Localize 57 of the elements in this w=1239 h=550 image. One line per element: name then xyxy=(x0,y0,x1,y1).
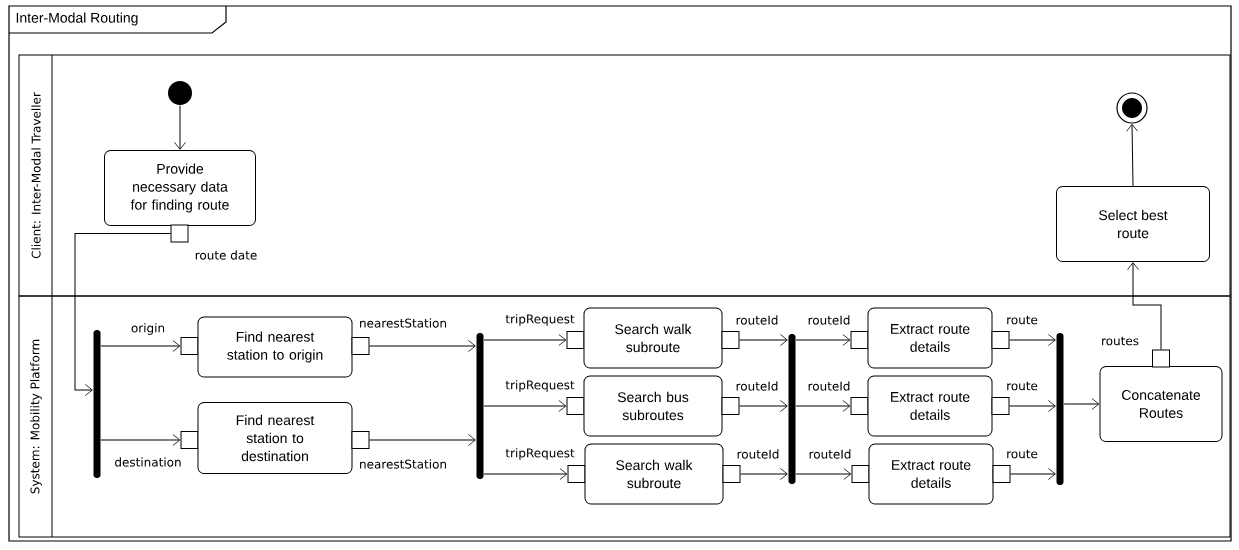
action-box: Search walk subroute xyxy=(584,443,724,505)
pin-label: nearestStation xyxy=(360,459,446,469)
arrow xyxy=(1010,468,1056,480)
pin-label: routeId xyxy=(808,381,850,391)
pin-label: routeId xyxy=(736,315,778,325)
arrow xyxy=(739,334,788,346)
action-box: Extract route details xyxy=(868,443,994,505)
arrow xyxy=(74,233,171,396)
arrow xyxy=(795,468,852,480)
pin-label: routeId xyxy=(737,449,779,459)
pin-label: tripRequest xyxy=(505,380,575,392)
final-node xyxy=(1116,92,1148,124)
pin-label: routes xyxy=(1102,336,1139,346)
pin-label: origin xyxy=(131,323,165,335)
action-box: Provide necessary data for finding route xyxy=(104,150,256,226)
arrow xyxy=(1127,262,1162,350)
fork-bar xyxy=(1056,333,1064,485)
action-box: Concatenate Routes xyxy=(1099,366,1223,442)
frame-title-tab: Inter-Modal Routing xyxy=(8,5,227,34)
pin-label: routeId xyxy=(736,381,778,391)
arrow xyxy=(369,434,476,446)
arrow xyxy=(1063,398,1100,410)
fork-bar xyxy=(93,330,101,478)
arrow xyxy=(795,334,851,346)
action-box: Extract route details xyxy=(867,375,993,437)
pin-label: route xyxy=(1007,449,1038,459)
action-box: Search bus subroutes xyxy=(583,375,723,437)
action-box: Search walk subroute xyxy=(583,307,723,369)
action-box: Select best route xyxy=(1056,186,1210,262)
pin-label: routeId xyxy=(808,315,850,325)
pin-label: routeId xyxy=(809,449,851,459)
arrow xyxy=(1009,400,1056,412)
arrow xyxy=(483,400,567,412)
pin-label: route xyxy=(1007,315,1038,325)
initial-node xyxy=(168,81,192,105)
action-box: Find nearest station to destination xyxy=(197,402,353,474)
arrow xyxy=(483,334,567,346)
arrow xyxy=(1009,334,1056,346)
arrow xyxy=(369,340,476,352)
arrow xyxy=(740,468,788,480)
pin-label: route xyxy=(1007,381,1038,391)
arrow xyxy=(100,434,181,446)
arrow xyxy=(739,400,788,412)
arrow xyxy=(483,468,568,480)
action-box: Extract route details xyxy=(867,307,993,369)
pin-label: nearestStation xyxy=(360,318,446,328)
pin-label: tripRequest xyxy=(505,448,575,460)
action-box: Find nearest station to origin xyxy=(197,316,353,378)
arrow xyxy=(174,105,186,150)
pin-label: route date xyxy=(195,250,257,260)
arrow xyxy=(795,400,851,412)
fork-bar xyxy=(788,334,796,484)
arrow xyxy=(100,340,181,352)
pin-label: tripRequest xyxy=(505,314,575,326)
pin-label: destination xyxy=(115,457,181,467)
fork-bar xyxy=(476,333,484,479)
arrow xyxy=(1126,123,1139,187)
